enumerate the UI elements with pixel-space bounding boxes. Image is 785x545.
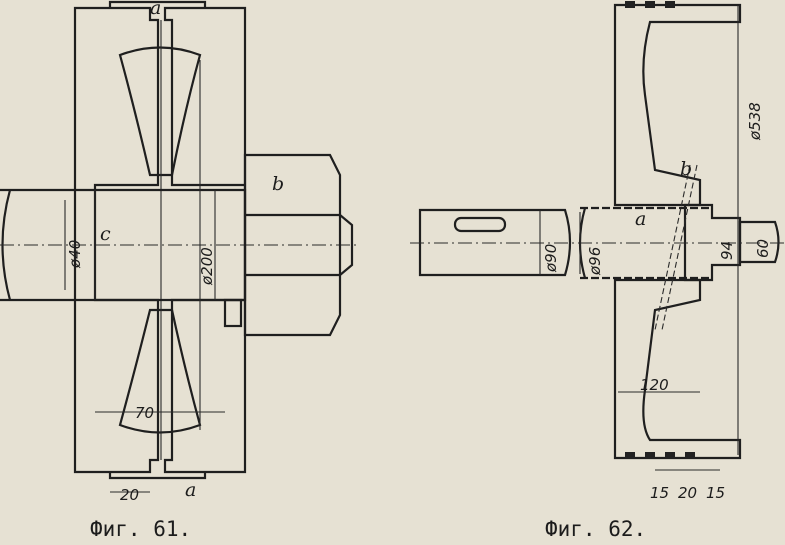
- dim-rim-left: 15: [650, 484, 669, 502]
- label-a: a: [635, 208, 646, 230]
- lower-cavity: [118, 308, 202, 434]
- dim-bore: ø96: [586, 247, 604, 276]
- dim-shaft-diameter: ø40: [66, 240, 84, 269]
- dim-hub-width: 70: [135, 404, 154, 422]
- caption-fig-62: Фиг. 62.: [545, 517, 646, 541]
- dim-rim-mid: 20: [678, 484, 697, 502]
- label-a-top: a: [150, 0, 161, 19]
- upper-cavity: [118, 46, 202, 177]
- wheel-web: [613, 3, 742, 207]
- label-b: b: [272, 173, 284, 195]
- figure-62: b a ø90 ø96 94 60 ø538 120 15 20 15 Фиг.…: [410, 1, 785, 541]
- hub-insert: [683, 203, 742, 282]
- dim-disc-diameter: ø200: [198, 247, 216, 286]
- keyway: [453, 216, 507, 233]
- dim-shaft-end: ø90: [542, 244, 560, 273]
- right-coupling-half: [163, 6, 247, 474]
- dim-rim-right: 15: [706, 484, 725, 502]
- left-coupling-half: [73, 6, 160, 474]
- nut: [243, 153, 342, 337]
- shaft-end: [418, 208, 572, 277]
- dim-rim-width: 20: [120, 486, 139, 504]
- caption-fig-61: Фиг. 61.: [90, 517, 191, 541]
- label-c: c: [100, 223, 111, 245]
- dim-hub-length: 120: [640, 376, 669, 394]
- label-b: b: [680, 158, 692, 180]
- dim-hub-step: 94: [718, 241, 736, 260]
- label-a-bottom: a: [185, 479, 196, 501]
- figure-61: a a b c ø40 ø200 70 20 Фиг. 61.: [0, 0, 360, 541]
- dim-outer-diameter: ø538: [746, 102, 764, 141]
- dim-spigot: 60: [754, 239, 772, 258]
